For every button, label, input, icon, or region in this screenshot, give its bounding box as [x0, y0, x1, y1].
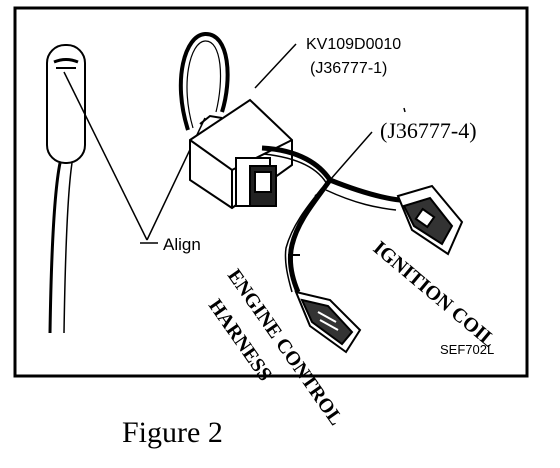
figure-caption: Figure 2 [122, 416, 223, 449]
ignition-coil-label: IGNITION COIL [369, 237, 500, 352]
align-label: Align [163, 235, 201, 254]
probe-illustration [46, 44, 86, 334]
ref-code-label: SEF702L [440, 342, 494, 357]
ignition-coil-connector [396, 184, 464, 256]
part-leaders [254, 43, 406, 181]
loop-wire [178, 31, 230, 131]
engine-control-connector [294, 290, 362, 354]
adapter-label: (J36777-4) [380, 118, 477, 143]
part-number-alt-label: (J36777-1) [310, 60, 387, 77]
adapter-box [189, 98, 293, 210]
figure-border [13, 6, 529, 378]
harness-cable [261, 145, 401, 293]
part-number-label: KV109D0010 [306, 36, 401, 53]
